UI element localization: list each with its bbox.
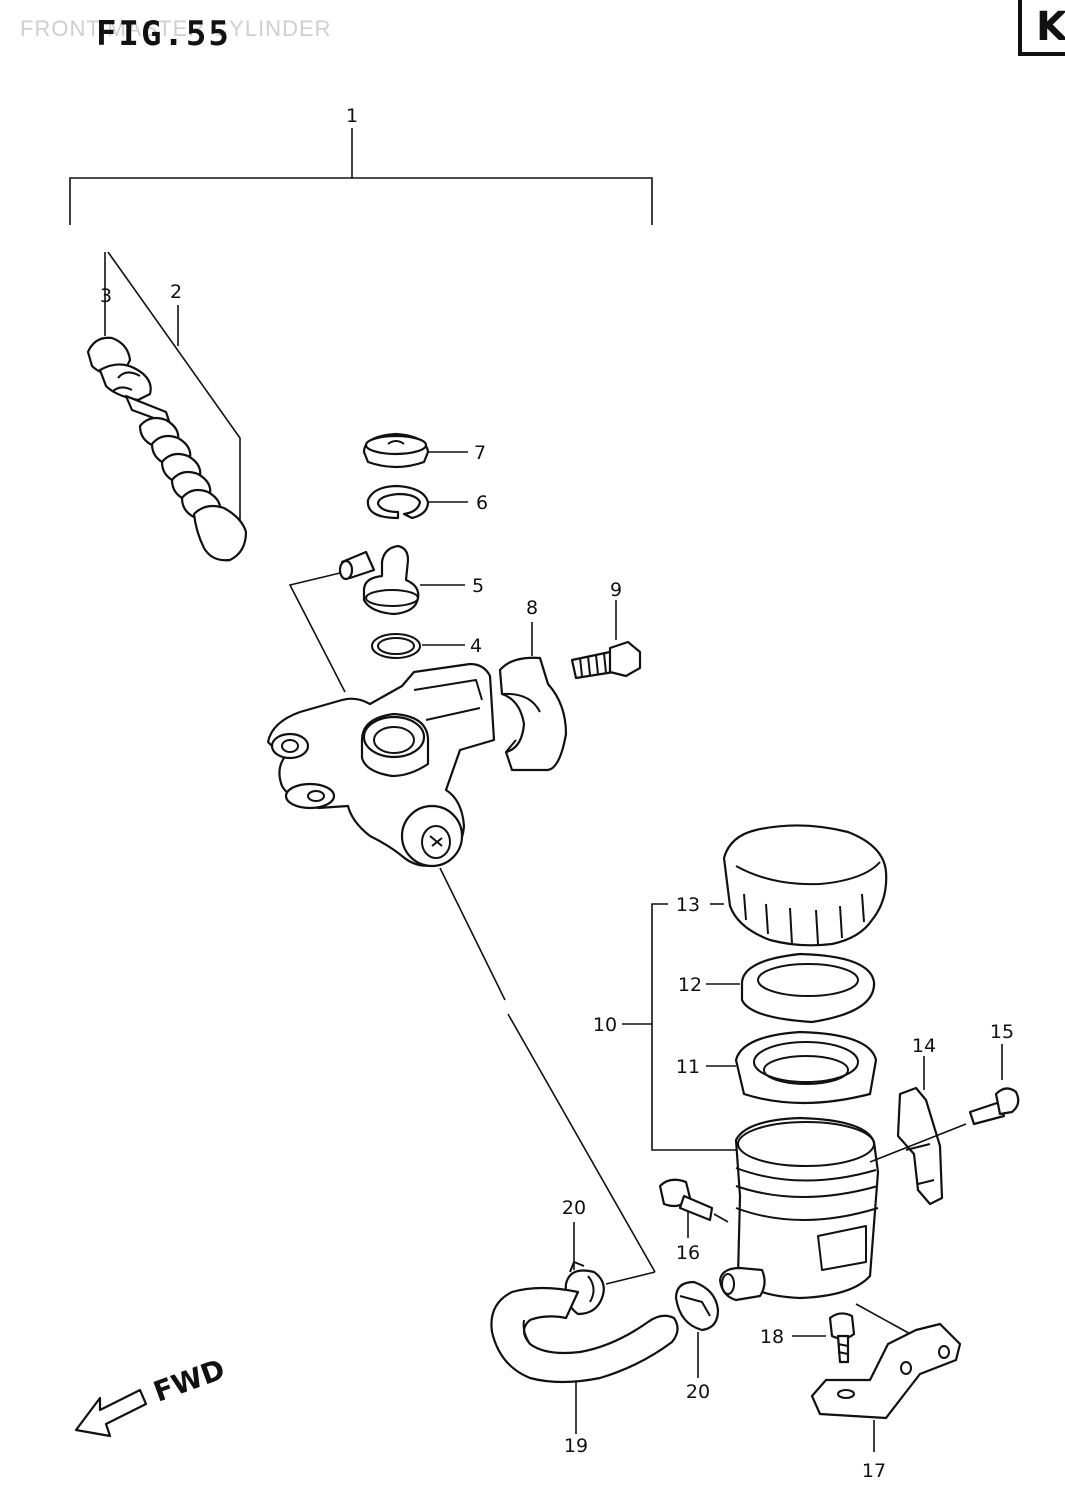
callout-labels: 1 2 3 4 5 6 7 8 9 10 11 12 13 14 15 16 1… <box>100 105 1014 1482</box>
reservoir-hose-19 <box>490 1286 679 1434</box>
callout-10: 10 <box>593 1014 617 1036</box>
callout-19: 19 <box>564 1435 588 1457</box>
o-ring-4 <box>371 633 465 659</box>
piston-assembly <box>86 251 248 562</box>
master-cylinder-body <box>266 662 656 1285</box>
callout-15: 15 <box>990 1021 1014 1043</box>
ghost-title: FRONT MASTER CYLINDER <box>20 16 332 41</box>
circlip-6 <box>366 484 468 520</box>
callout-9: 9 <box>610 579 622 601</box>
callout-14: 14 <box>912 1035 936 1057</box>
callout-4: 4 <box>470 635 482 657</box>
forward-arrow-icon <box>74 1388 148 1438</box>
callout-13: 13 <box>676 894 700 916</box>
callout-1: 1 <box>346 105 358 127</box>
bolt-16 <box>658 1178 729 1238</box>
callout-12: 12 <box>678 974 702 996</box>
assembly-1-bracket <box>69 128 653 225</box>
bracket-17 <box>810 1322 962 1452</box>
callout-16: 16 <box>676 1242 700 1264</box>
hose-clamp-20-lower <box>674 1280 720 1378</box>
clamp-bolt-9 <box>570 600 642 680</box>
callout-18: 18 <box>760 1326 784 1348</box>
callout-6: 6 <box>476 492 488 514</box>
screw-15 <box>968 1044 1020 1126</box>
hose-fitting-5 <box>288 544 465 693</box>
bolt-18 <box>792 1303 915 1364</box>
callout-11: 11 <box>676 1056 700 1078</box>
figure-label: FIG.55 <box>96 14 231 54</box>
reservoir-cap-7 <box>362 432 468 469</box>
callout-3: 3 <box>100 285 112 307</box>
handlebar-clamp-8 <box>498 622 568 772</box>
section-tab: K <box>1018 0 1065 56</box>
callout-20-lower: 20 <box>686 1381 710 1403</box>
callout-17: 17 <box>862 1460 886 1482</box>
section-tab-letter: K <box>1036 4 1065 50</box>
callout-20-upper: 20 <box>562 1197 586 1219</box>
callout-8: 8 <box>526 597 538 619</box>
callout-5: 5 <box>472 575 484 597</box>
forward-label: FWD <box>149 1353 229 1409</box>
bracket-14 <box>869 1056 967 1206</box>
reservoir-assembly-10 <box>622 824 888 1302</box>
callout-2: 2 <box>170 281 182 303</box>
callout-7: 7 <box>474 442 486 464</box>
